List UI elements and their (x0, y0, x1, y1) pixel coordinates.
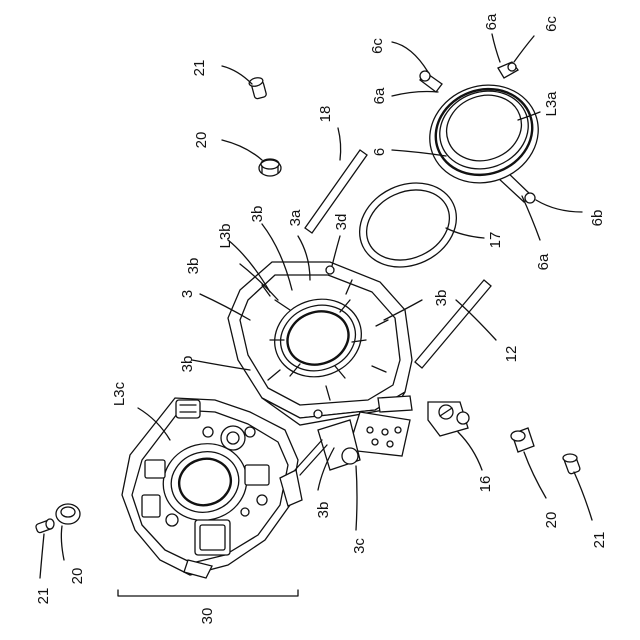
label-3b-bottom: 3b (315, 502, 332, 519)
label-20-right: 20 (543, 512, 560, 529)
label-17: 17 (487, 232, 504, 249)
label-6a-bottom: 6a (535, 253, 552, 270)
label-18: 18 (317, 106, 334, 123)
nut-20-left (56, 504, 80, 524)
screw-21-right (563, 454, 581, 475)
label-6c-left: 6c (369, 38, 386, 54)
ring-17 (346, 168, 470, 283)
label-20-left: 20 (69, 568, 86, 585)
lens-frame-30 (122, 398, 327, 578)
label-6: 6 (371, 148, 388, 156)
label-3c: 3c (351, 538, 368, 554)
nut-20-top (259, 159, 281, 176)
label-12: 12 (503, 346, 520, 363)
label-L3c: L3c (111, 381, 128, 406)
label-3: 3 (179, 290, 196, 298)
label-3b-1: 3b (249, 206, 266, 223)
guide-rod-12 (415, 280, 491, 368)
label-30: 30 (199, 608, 216, 625)
label-3b-left: 3b (179, 356, 196, 373)
label-3b-2: 3b (185, 258, 202, 275)
label-6b: 6b (589, 210, 606, 227)
label-6c-right: 6c (543, 16, 560, 32)
actuator-16 (428, 402, 469, 436)
label-16: 16 (477, 476, 494, 493)
label-21-left: 21 (35, 588, 52, 605)
label-6a-left: 6a (371, 87, 388, 104)
label-3b-right: 3b (433, 290, 450, 307)
label-21-top: 21 (191, 60, 208, 77)
label-L3a: L3a (543, 91, 560, 117)
label-20-top: 20 (193, 132, 210, 149)
label-3d: 3d (333, 214, 350, 231)
screw-21-left (35, 519, 54, 533)
label-6a-top: 6a (483, 13, 500, 30)
label-21-right: 21 (591, 532, 608, 549)
lens-holder-6 (416, 62, 552, 203)
label-L3b: L3b (217, 223, 234, 248)
bracket-30 (118, 590, 298, 596)
screw-21-top (248, 76, 267, 99)
nut-20-right (511, 428, 534, 452)
label-3a: 3a (287, 209, 304, 226)
